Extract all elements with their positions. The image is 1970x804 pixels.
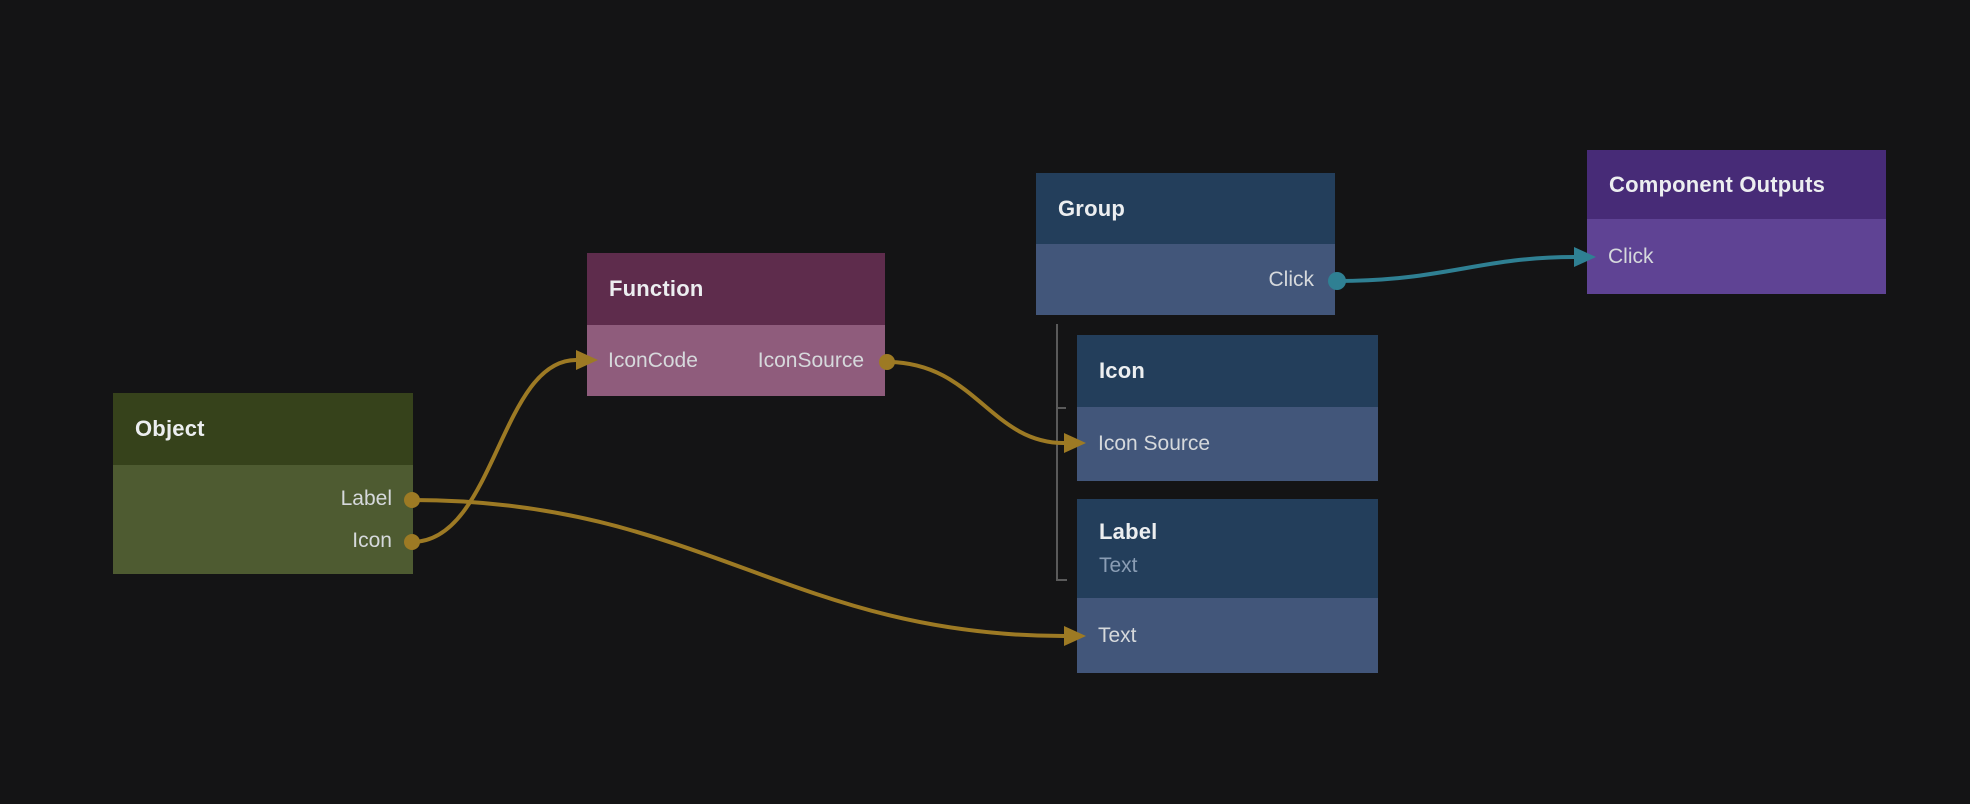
port-icon-input-icon-source[interactable]: Icon Source xyxy=(1077,423,1378,465)
node-function-header[interactable]: Function xyxy=(587,253,885,325)
node-label-subtitle: Text xyxy=(1099,553,1138,577)
port-label: Text xyxy=(1098,623,1137,647)
node-icon-title: Icon xyxy=(1099,358,1146,383)
edge-wire[interactable] xyxy=(1336,255,1575,283)
port-label: Label xyxy=(340,486,392,510)
node-function[interactable]: Function IconCode IconSource xyxy=(587,253,885,396)
node-icon-body: Icon Source xyxy=(1077,407,1378,481)
port-label: Icon Source xyxy=(1098,432,1211,455)
node-object-body: Label Icon xyxy=(113,465,413,574)
port-object-output-label[interactable]: Label xyxy=(113,478,413,520)
port-label: Click xyxy=(1268,267,1315,291)
node-object-title: Object xyxy=(135,416,205,441)
port-group-output-click[interactable]: Click xyxy=(1036,259,1335,301)
port-label-input-text[interactable]: Text xyxy=(1077,615,1378,657)
port-component-outputs-input-click[interactable]: Click xyxy=(1587,236,1886,278)
port-function-input-iconcode[interactable]: IconCode xyxy=(608,348,698,372)
node-function-body: IconCode IconSource xyxy=(587,325,885,396)
port-object-output-icon[interactable]: Icon xyxy=(113,520,413,562)
edge-wire[interactable] xyxy=(411,498,1065,638)
node-label-body: Text xyxy=(1077,598,1378,673)
node-component-outputs[interactable]: Component Outputs Click xyxy=(1587,150,1886,294)
edge-object-label-to-label-text[interactable] xyxy=(404,492,1086,646)
port-label: Click xyxy=(1608,244,1654,268)
port-label: Icon xyxy=(352,528,392,552)
edge-wire[interactable] xyxy=(886,360,1065,445)
node-label-title: Label xyxy=(1099,518,1158,544)
node-object-header[interactable]: Object xyxy=(113,393,413,465)
group-children-tree-connector xyxy=(1056,324,1067,581)
node-icon-header[interactable]: Icon xyxy=(1077,335,1378,407)
edge-group-click-to-component-outputs-click[interactable] xyxy=(1328,247,1596,290)
port-row-function: IconCode IconSource xyxy=(587,340,885,382)
node-group-title: Group xyxy=(1058,195,1125,221)
node-function-title: Function xyxy=(609,276,704,301)
node-label[interactable]: Label Text Text xyxy=(1077,499,1378,673)
node-component-outputs-header[interactable]: Component Outputs xyxy=(1587,150,1886,219)
node-object[interactable]: Object Label Icon xyxy=(113,393,413,574)
node-icon[interactable]: Icon Icon Source xyxy=(1077,335,1378,481)
edge-wire[interactable] xyxy=(411,358,577,544)
edge-object-icon-to-function-iconcode[interactable] xyxy=(404,350,598,550)
node-component-outputs-title: Component Outputs xyxy=(1609,171,1826,197)
node-group[interactable]: Group Click xyxy=(1036,173,1335,315)
edge-function-iconsource-to-icon-iconsource[interactable] xyxy=(879,354,1086,453)
node-component-outputs-body: Click xyxy=(1587,219,1886,294)
port-function-output-iconsource[interactable]: IconSource xyxy=(757,348,864,372)
node-group-header[interactable]: Group xyxy=(1036,173,1335,244)
node-label-header[interactable]: Label Text xyxy=(1077,499,1378,598)
node-group-body: Click xyxy=(1036,244,1335,315)
